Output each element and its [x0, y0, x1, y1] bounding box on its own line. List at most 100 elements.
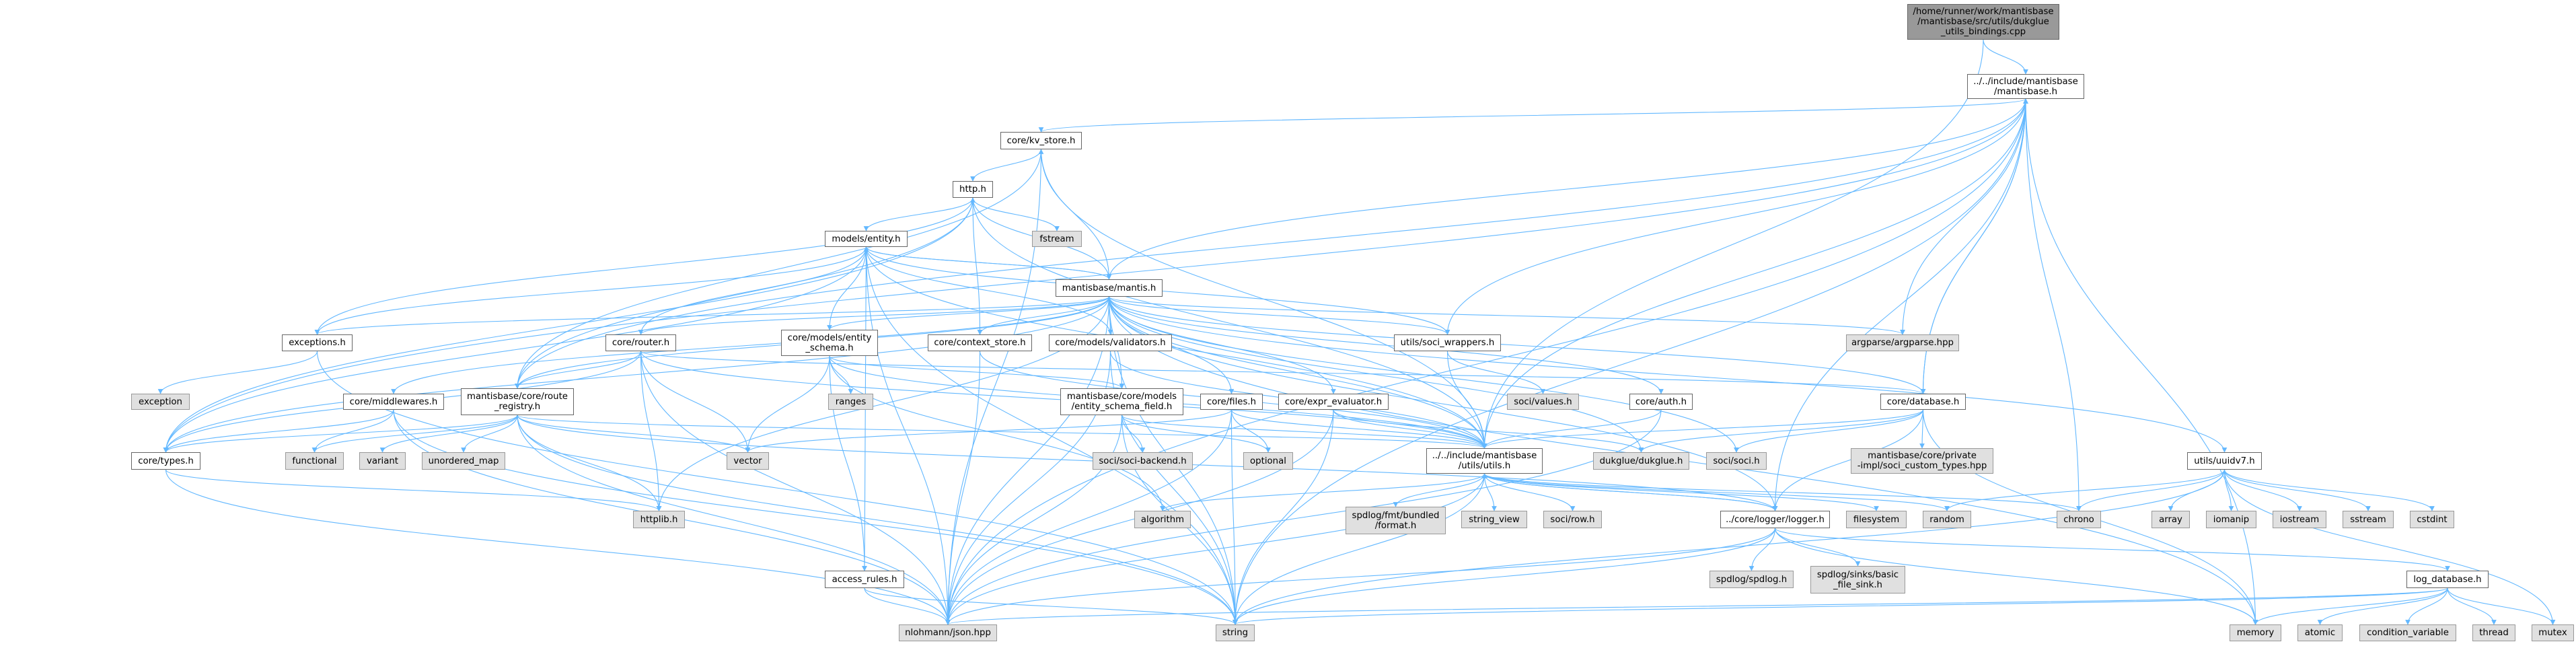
edge-router-to-database [640, 351, 1925, 394]
edge-route_registry-to-variant [379, 415, 518, 453]
node-label: http.h [959, 184, 986, 194]
edge-expr_evaluator-to-string [1232, 409, 1334, 625]
node-label: fstream [1039, 234, 1074, 244]
edge-schema_field-to-utils [1121, 415, 1487, 449]
node-log-database[interactable]: log_database.h [2406, 571, 2489, 588]
node-label: dukglue/dukglue.h [1599, 456, 1683, 466]
node-label: atomic [2304, 628, 2336, 638]
node-label: soci/soci.h [1713, 456, 1760, 466]
node-entity-schema[interactable]: core/models/entity_schema.h [781, 330, 878, 356]
node-label: optional [1250, 456, 1286, 466]
edge-expr_evaluator-to-dukglue [1333, 409, 1644, 453]
node-label: core/types.h [138, 456, 194, 466]
node-database[interactable]: core/database.h [1880, 394, 1966, 410]
edge-uuidv7-to-cstdint [2223, 469, 2435, 511]
node-fmt-format: spdlog/fmt/bundled/format.h [1346, 507, 1446, 534]
edge-entity-to-types [163, 246, 867, 453]
node-access-rules[interactable]: access_rules.h [825, 571, 904, 588]
edge-mantis-to-types [163, 296, 1110, 453]
node-argparse: argparse/argparse.hpp [1846, 334, 1959, 351]
node-label: models/entity.h [832, 234, 901, 244]
edge-kv_store-to-route_registry [515, 149, 1042, 389]
edge-http-to-types [163, 197, 973, 453]
node-schema-field[interactable]: mantisbase/core/models/entity_schema_fie… [1060, 388, 1183, 415]
node-label: string_view [1469, 514, 1520, 525]
node-types[interactable]: core/types.h [131, 452, 200, 470]
edge-entity_schema-to-algorithm [829, 355, 1165, 511]
node-router[interactable]: core/router.h [605, 334, 676, 351]
node-files[interactable]: core/files.h [1200, 394, 1263, 410]
node-label: access_rules.h [832, 574, 897, 585]
node-spdlog: spdlog/spdlog.h [1709, 571, 1794, 588]
node-label: log_database.h [2413, 574, 2482, 585]
node-label: utils/uuidv7.h [2194, 456, 2255, 466]
node-entity[interactable]: models/entity.h [825, 231, 908, 247]
node-http[interactable]: http.h [953, 181, 993, 198]
edge-mantisbase_h-to-route_registry [515, 98, 2026, 389]
node-label: ranges [835, 396, 867, 407]
edge-kv_store-to-http [970, 149, 1042, 182]
node-label: unordered_map [428, 456, 499, 466]
node-sinks: spdlog/sinks/basic_file_sink.h [1810, 566, 1905, 594]
edge-mantisbase_h-to-argparse [1900, 98, 2026, 335]
node-soci-wrappers[interactable]: utils/soci_wrappers.h [1394, 334, 1501, 351]
node-auth[interactable]: core/auth.h [1629, 394, 1693, 410]
node-label: vector [733, 456, 762, 466]
node-exception: exception [131, 394, 190, 410]
node-functional: functional [285, 452, 344, 470]
edge-database-to-soci [1734, 409, 1924, 453]
edge-mantis-to-json [945, 296, 1110, 625]
edge-database-to-dukglue [1638, 409, 1924, 453]
node-soci-custom: mantisbase/core/private-impl/soci_custom… [1851, 448, 1993, 474]
node-label: -impl/soci_custom_types.hpp [1857, 461, 1987, 471]
node-label: soci/soci-backend.h [1099, 456, 1187, 466]
edge-mantis-to-dukglue [1108, 296, 1644, 453]
node-label: mantisbase/core/private [1868, 451, 1977, 461]
node-label: nlohmann/json.hpp [905, 628, 991, 638]
edge-entity-to-json [865, 246, 951, 625]
edge-http-to-fstream [972, 197, 1060, 231]
node-mantisbase-h[interactable]: ../../include/mantisbase/mantisbase.h [1967, 74, 2084, 99]
node-middlewares[interactable]: core/middlewares.h [343, 394, 444, 410]
node-context-store[interactable]: core/context_store.h [928, 334, 1032, 351]
node-condition-variable: condition_variable [2359, 624, 2456, 641]
node-label: random [1929, 514, 1964, 525]
edge-route_registry-to-string [517, 415, 1238, 625]
edge-utils-to-algorithm [1160, 473, 1485, 511]
node-iostream: iostream [2273, 511, 2326, 528]
node-memory: memory [2230, 624, 2281, 641]
edge-route_registry-to-types [163, 415, 518, 453]
edge-mantis-to-soci_wrappers [1108, 296, 1450, 335]
edge-mantisbase_h-to-memory [2025, 98, 2258, 625]
node-label: spdlog/fmt/bundled [1352, 510, 1440, 521]
node-label: spdlog/sinks/basic [1816, 569, 1899, 580]
node-array: array [2151, 511, 2190, 528]
node-validators[interactable]: core/models/validators.h [1049, 334, 1172, 351]
node-uuidv7[interactable]: utils/uuidv7.h [2187, 452, 2262, 470]
node-label: core/database.h [1886, 396, 1960, 407]
node-kv-store[interactable]: core/kv_store.h [1000, 132, 1082, 149]
edge-logger-to-log_database [1774, 528, 2450, 571]
edge-database-to-utils [1481, 409, 1924, 449]
edge-mantis-to-entity_schema [827, 296, 1110, 330]
node-soci-row: soci/row.h [1543, 511, 1602, 528]
edge-files-to-utils [1230, 409, 1487, 449]
edge-uuidv7-to-random [1944, 469, 2225, 511]
edge-utils-to-json [945, 473, 1485, 625]
node-random: random [1923, 511, 1971, 528]
edge-mantis-to-kv_store [1038, 149, 1110, 280]
node-expr-evaluator[interactable]: core/expr_evaluator.h [1278, 394, 1389, 410]
node-exceptions[interactable]: exceptions.h [282, 334, 353, 351]
node-label: /entity_schema_field.h [1071, 402, 1173, 412]
node-route-registry[interactable]: mantisbase/core/route_registry.h [461, 388, 574, 415]
edge-mantis-to-middlewares [391, 296, 1110, 394]
edge-http-to-context_store [972, 197, 983, 335]
node-mutex: mutex [2532, 624, 2574, 641]
edge-router-to-json [640, 351, 951, 625]
node-label: sstream [2350, 514, 2386, 525]
node-mantis[interactable]: mantisbase/mantis.h [1056, 279, 1163, 297]
node-label: utils/soci_wrappers.h [1400, 338, 1495, 348]
node-utils[interactable]: ../../include/mantisbase/utils/utils.h [1426, 448, 1543, 474]
edge-utils-to-soci_row [1483, 473, 1576, 511]
node-logger[interactable]: ../core/logger/logger.h [1720, 511, 1830, 528]
